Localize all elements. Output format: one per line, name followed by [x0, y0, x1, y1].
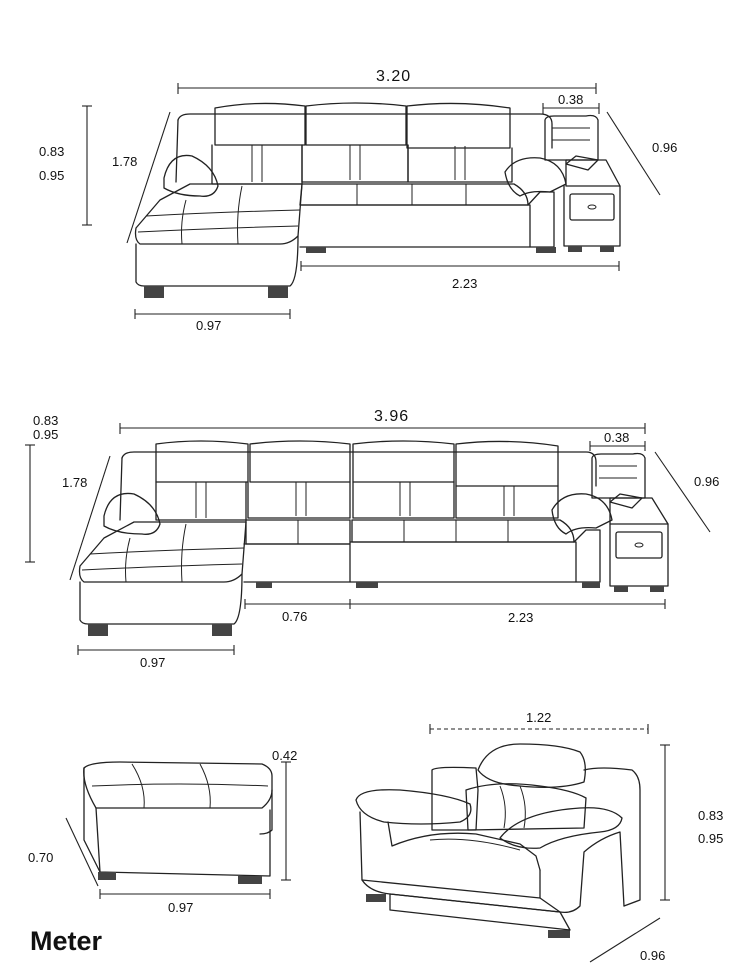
armchair-depth: 0.96 — [640, 948, 665, 963]
top-height-seat: 0.83 — [39, 144, 64, 159]
mid-total-width: 3.96 — [374, 408, 409, 425]
ottoman-height: 0.42 — [272, 748, 297, 763]
armchair-height-seat: 0.83 — [698, 808, 723, 823]
mid-depth-right: 0.96 — [694, 474, 719, 489]
mid-side-table-width: 0.38 — [604, 430, 629, 445]
top-main-section-width: 2.23 — [452, 276, 477, 291]
mid-chaise-length: 1.78 — [62, 475, 87, 490]
top-total-width: 3.20 — [376, 68, 411, 85]
top-chaise-length: 1.78 — [112, 154, 137, 169]
middle-sofa-drawing — [25, 423, 711, 655]
unit-label: Meter — [30, 926, 103, 956]
top-side-table-width: 0.38 — [558, 92, 583, 107]
mid-chaise-width: 0.97 — [140, 655, 165, 670]
mid-height-back: 0.95 — [33, 427, 58, 442]
armchair-width: 1.22 — [526, 710, 551, 725]
top-chaise-width: 0.97 — [196, 318, 221, 333]
ottoman-drawing — [65, 761, 291, 899]
ottoman-depth: 0.70 — [28, 850, 53, 865]
ottoman-width: 0.97 — [168, 900, 193, 915]
top-sofa-drawing — [82, 83, 661, 319]
mid-middle-section-width: 0.76 — [282, 609, 307, 624]
armchair-drawing — [355, 724, 670, 963]
top-depth-right: 0.96 — [652, 140, 677, 155]
top-height-back: 0.95 — [39, 168, 64, 183]
mid-main-section-width: 2.23 — [508, 610, 533, 625]
armchair-height-back: 0.95 — [698, 831, 723, 846]
mid-height-seat: 0.83 — [33, 413, 58, 428]
